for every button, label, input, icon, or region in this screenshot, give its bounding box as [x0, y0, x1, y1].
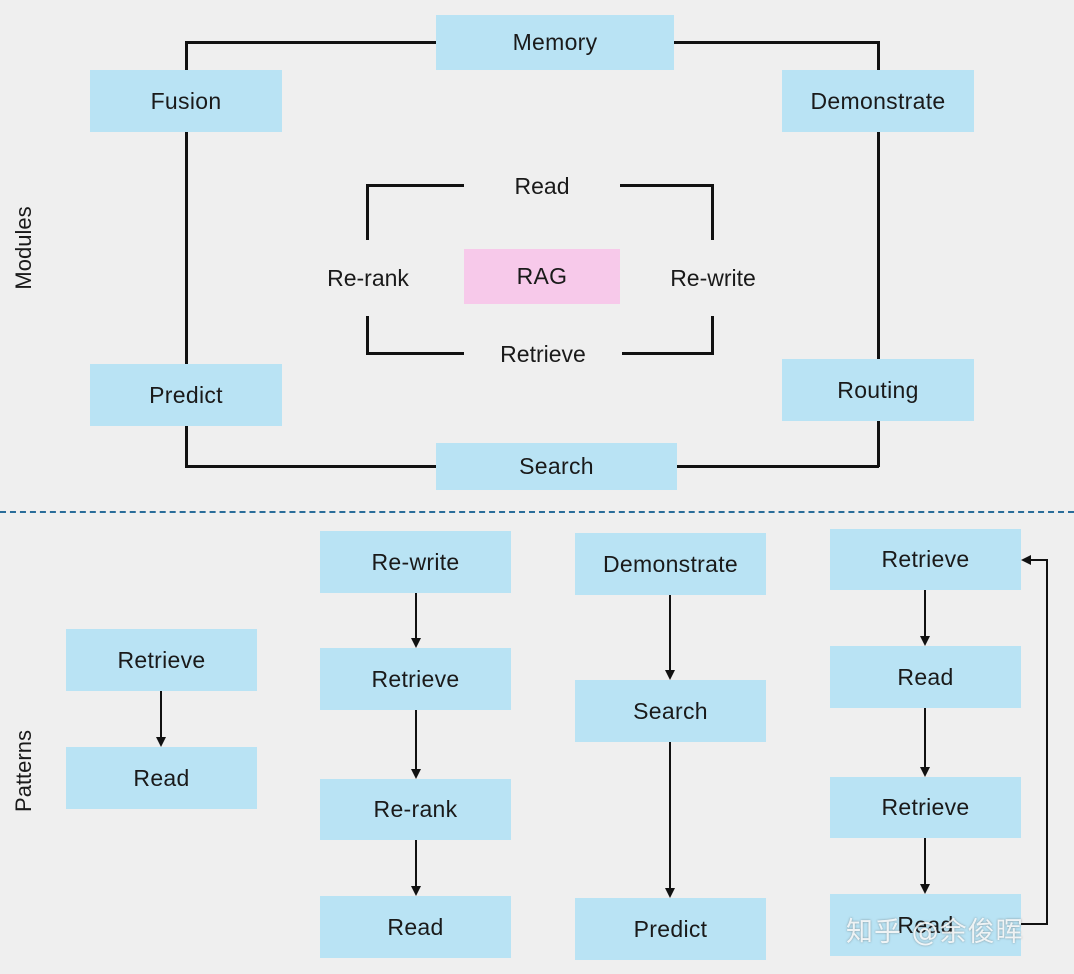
inner-loop-top-left [366, 184, 464, 187]
pattern3-demonstrate: Demonstrate [575, 533, 766, 595]
inner-loop-right-upper [711, 184, 714, 240]
pattern1-read: Read [66, 747, 257, 809]
inner-loop-left-upper [366, 184, 369, 240]
pattern3-search: Search [575, 680, 766, 742]
watermark: 知乎 @余俊晖 [846, 917, 1024, 948]
re-write-module: Re-write [660, 262, 766, 294]
demonstrate-module: Demonstrate [782, 70, 974, 132]
pattern4-retrieve-2: Retrieve [830, 777, 1021, 838]
section-divider [0, 511, 1074, 513]
pattern2-read: Read [320, 896, 511, 958]
inner-loop-bottom-right [622, 352, 714, 355]
pattern4-retrieve-1: Retrieve [830, 529, 1021, 590]
pattern2-re-rank: Re-rank [320, 779, 511, 840]
outer-loop-top-left [185, 41, 437, 44]
inner-loop-left-lower [366, 316, 369, 355]
search-module: Search [436, 443, 677, 490]
predict-module: Predict [90, 364, 282, 426]
inner-loop-top-right [620, 184, 714, 187]
pattern4-read-2: Read [830, 894, 1021, 956]
outer-loop-right [877, 130, 880, 362]
outer-loop-left-top [185, 41, 188, 73]
outer-loop-left [185, 130, 188, 366]
memory-module: Memory [436, 15, 674, 70]
patterns-section-label: Patterns [11, 730, 36, 812]
modules-section-label: Modules [11, 206, 36, 290]
outer-loop-top-right [673, 41, 879, 44]
outer-loop-left-bottom [185, 424, 188, 467]
outer-loop-bottom-right [676, 465, 879, 468]
inner-loop-right-lower [711, 316, 714, 355]
retrieve-module: Retrieve [464, 338, 622, 370]
pattern2-re-write: Re-write [320, 531, 511, 593]
read-module: Read [464, 170, 620, 202]
outer-loop-bottom-left [185, 465, 437, 468]
routing-module: Routing [782, 359, 974, 421]
pattern2-retrieve: Retrieve [320, 648, 511, 710]
pattern3-predict: Predict [575, 898, 766, 960]
pattern1-retrieve: Retrieve [66, 629, 257, 691]
fusion-module: Fusion [90, 70, 282, 132]
outer-loop-right-bottom [877, 419, 880, 467]
outer-loop-right-top [877, 41, 880, 73]
pattern4-read-1: Read [830, 646, 1021, 708]
rag-core: RAG [464, 249, 620, 304]
re-rank-module: Re-rank [318, 262, 418, 294]
inner-loop-bottom-left [366, 352, 464, 355]
